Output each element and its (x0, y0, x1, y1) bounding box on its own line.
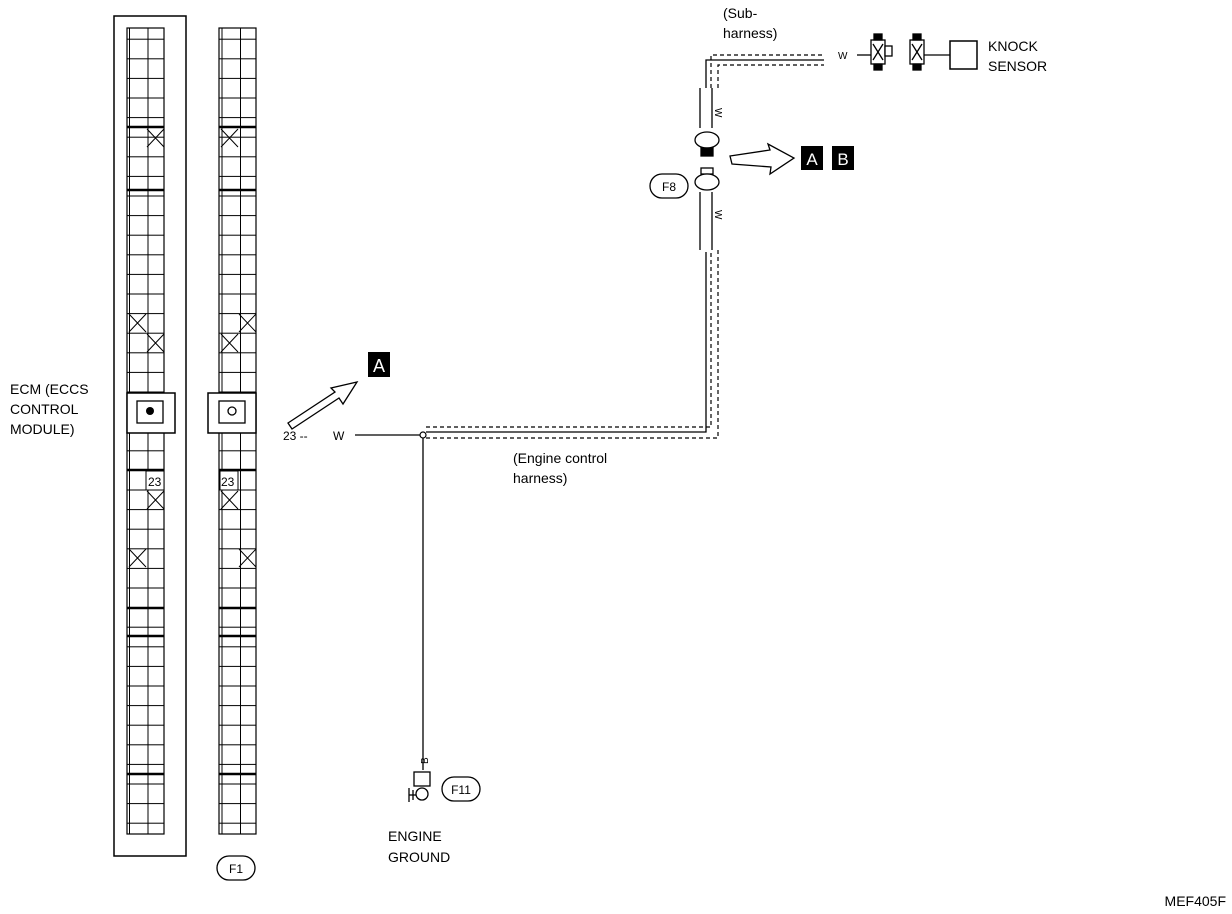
engine-control-harness-wire (426, 250, 719, 439)
sub-harness-wire-color: W (838, 51, 848, 62)
svg-text:F11: F11 (451, 783, 471, 797)
engine-ground-symbol (408, 771, 431, 802)
knock-sensor-label: KNOCK SENSOR (988, 38, 1047, 74)
wire-color-label: W (333, 429, 345, 443)
sub-harness-wire (705, 54, 824, 88)
figure-code: MEF405F (1165, 893, 1226, 909)
ecm-frame (113, 15, 187, 857)
engine-ground-label: ENGINE GROUND (388, 828, 450, 865)
svg-text:B: B (837, 150, 848, 169)
f8-upper-wire-color: W (712, 108, 723, 118)
wire-splice (419, 431, 427, 439)
f11-connector-id: F11 (441, 776, 481, 802)
ecm-connector-lock (126, 392, 176, 434)
svg-text:A: A (806, 150, 818, 169)
ecm-label: ECM (ECCS CONTROL MODULE) (10, 381, 92, 437)
f8-lower-wire-color: W (712, 210, 723, 220)
ground-wire-color: B (420, 757, 431, 764)
f1-connector-id: F1 (216, 855, 256, 881)
arrow-to-ref-a (287, 381, 359, 430)
f1-connector-lock (207, 392, 257, 434)
svg-text:F1: F1 (229, 862, 243, 876)
ref-ab-boxes: A B (801, 146, 854, 170)
ecm-unused-cross-marks (128, 128, 165, 568)
f8-connector-id: F8 (649, 173, 689, 199)
knock-sensor-icon (949, 40, 978, 70)
sub-harness-label: (Sub- harness) (723, 5, 777, 41)
ref-a-box: A (368, 352, 390, 377)
f1-terminal-23-label: 23 (221, 475, 235, 489)
f1-unused-cross-marks (220, 128, 257, 568)
f1-terminal-23-box (219, 470, 239, 491)
ecm-terminal-23-label: 23 (148, 475, 162, 489)
wire-terminal-label: 23 -- (283, 429, 308, 443)
f8-connector (694, 88, 720, 250)
svg-text:F8: F8 (662, 180, 676, 194)
engine-control-harness-label: (Engine control harness) (513, 450, 611, 486)
ecm-terminal-23-box (145, 470, 165, 491)
svg-text:A: A (373, 356, 385, 376)
arrow-to-ref-ab (729, 142, 796, 176)
sensor-connector (870, 33, 950, 71)
